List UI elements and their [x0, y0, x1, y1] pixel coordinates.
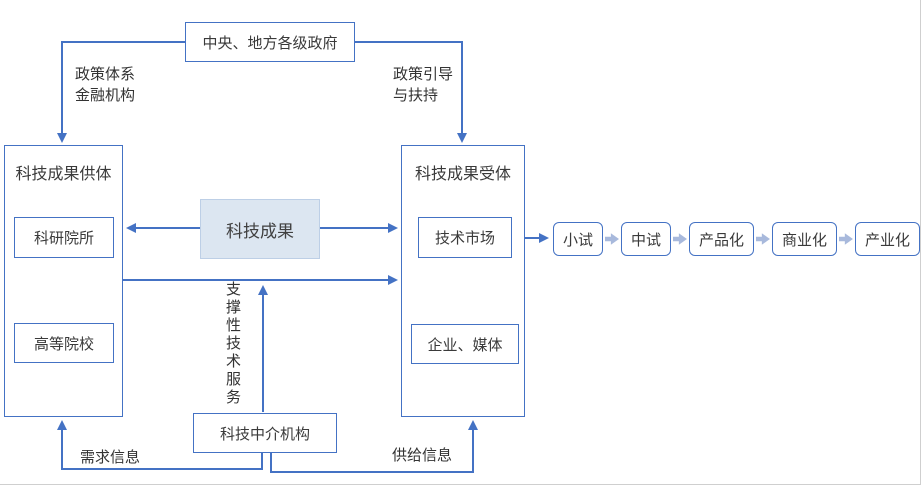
- chain-stage-label: 产品化: [698, 231, 744, 249]
- tech-achievement-label: 科技成果: [226, 221, 294, 241]
- chain-stage-commercialization: 商业化: [771, 222, 837, 256]
- chain-arrow-icon: [755, 233, 770, 245]
- policy-guidance-line2: 与扶持: [393, 87, 439, 104]
- support-service-label: 支撑性技术服务: [224, 281, 241, 407]
- chain-stage-pilot-test: 中试: [620, 222, 671, 256]
- policy-guidance-label: 政策引导 与扶持: [393, 64, 453, 106]
- chain-arrow-icon: [605, 233, 619, 245]
- intermediary-label: 科技中介机构: [219, 425, 310, 443]
- policy-guidance-line1: 政策引导: [393, 66, 454, 83]
- tech-market-box: 技术市场: [418, 217, 512, 258]
- supply-side-title: 科技成果供体: [15, 166, 112, 183]
- universities-box: 高等院校: [14, 323, 114, 363]
- enterprise-media-box: 企业、媒体: [411, 324, 519, 364]
- supply-info-label: 供给信息: [392, 447, 453, 464]
- supply-side-box: 科技成果供体: [4, 145, 123, 417]
- chain-arrow-icon: [672, 233, 687, 245]
- policy-system-line1: 政策体系: [75, 66, 136, 83]
- chain-stage-industrialization: 产业化: [854, 222, 920, 256]
- chain-stage-small-test: 小试: [553, 222, 604, 256]
- chain-stage-label: 商业化: [781, 231, 827, 249]
- chain-stage-label: 产业化: [864, 231, 910, 249]
- enterprise-media-label: 企业、媒体: [427, 336, 503, 354]
- receive-side-title: 科技成果受体: [414, 166, 511, 183]
- chain-stage-label: 中试: [630, 231, 661, 249]
- chain-arrow-icon: [838, 233, 853, 245]
- tech-market-label: 技术市场: [434, 230, 495, 247]
- universities-label: 高等院校: [33, 335, 94, 353]
- receive-side-box: 科技成果受体: [401, 145, 525, 417]
- intermediary-box: 科技中介机构: [193, 413, 337, 453]
- demand-info-label: 需求信息: [80, 449, 141, 466]
- government-box: 中央、地方各级政府: [185, 22, 355, 62]
- chain-stage-productization: 产品化: [688, 222, 754, 256]
- policy-system-line2: 金融机构: [75, 87, 136, 104]
- commercialization-chain: 小试 中试 产品化 商业化 产业化: [553, 222, 920, 256]
- tech-achievement-box: 科技成果: [200, 199, 320, 259]
- chain-stage-label: 小试: [563, 231, 594, 249]
- policy-system-label: 政策体系 金融机构: [75, 64, 135, 106]
- research-institutes-box: 科研院所: [14, 217, 114, 258]
- government-label: 中央、地方各级政府: [202, 34, 338, 52]
- research-institutes-label: 科研院所: [33, 230, 94, 247]
